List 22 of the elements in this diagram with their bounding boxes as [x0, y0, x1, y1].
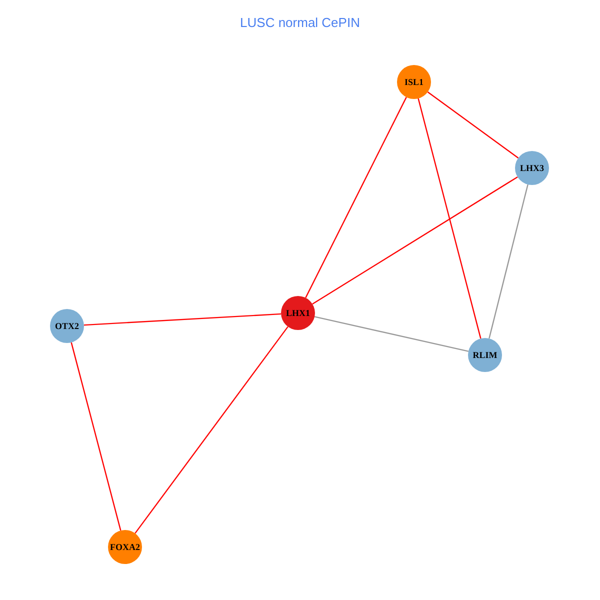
- gene-node: [281, 296, 315, 330]
- gene-node: [108, 530, 142, 564]
- edge-line: [312, 176, 518, 305]
- node-label: FOXA2: [110, 542, 140, 552]
- node-label: RLIM: [472, 350, 498, 360]
- gene-node: [468, 338, 502, 372]
- node-label: LHX1: [286, 308, 310, 318]
- gene-node: [515, 151, 549, 185]
- edge-line: [488, 184, 528, 339]
- chart-title: LUSC normal CePIN: [239, 14, 361, 32]
- edge-line: [70, 342, 122, 531]
- edge-line: [134, 326, 288, 534]
- edge-line: [427, 92, 519, 158]
- node-label: OTX2: [54, 322, 79, 330]
- edge-line: [314, 316, 469, 352]
- edge-line: [84, 313, 282, 326]
- node-label: ISL1: [404, 78, 424, 86]
- gene-node: [397, 65, 431, 99]
- node-label: LHX3: [520, 164, 544, 172]
- edge-line: [305, 96, 407, 298]
- gene-node: [50, 309, 84, 343]
- edge-line: [418, 98, 482, 339]
